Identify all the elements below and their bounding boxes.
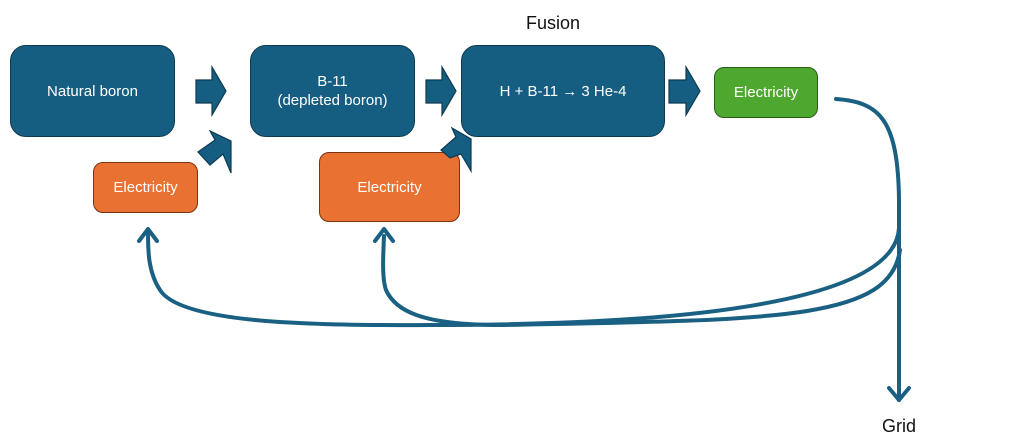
connector-electricity-to-grid bbox=[834, 97, 901, 402]
block-arrow-fusion-to-electricity bbox=[668, 64, 701, 118]
electricity-output-box[interactable]: Electricity bbox=[714, 67, 818, 118]
fusion-title: Fusion bbox=[526, 13, 581, 33]
fusion-reaction-box[interactable]: H + B-11 → 3 He-4 bbox=[461, 45, 665, 137]
natural-boron-box[interactable]: Natural boron bbox=[10, 45, 175, 137]
block-arrow-b11-to-fusion bbox=[425, 64, 457, 118]
grid-arrowhead-icon bbox=[887, 386, 911, 402]
block-arrow-electricity2-to-fusion bbox=[440, 126, 472, 174]
electricity-input-box-2[interactable]: Electricity bbox=[319, 152, 460, 222]
electricity2-arrowhead-icon bbox=[373, 227, 395, 243]
electricity1-arrowhead-icon bbox=[137, 227, 159, 243]
connector-feedback-to-electricity-1 bbox=[146, 226, 901, 328]
connector-feedback-to-electricity-2 bbox=[381, 234, 902, 327]
electricity-input-box-1[interactable]: Electricity bbox=[93, 162, 198, 213]
block-arrow-electricity1-to-b11 bbox=[197, 129, 232, 174]
grid-label: Grid bbox=[882, 416, 917, 436]
block-arrow-natural-to-b11 bbox=[195, 64, 227, 118]
b11-depleted-boron-box[interactable]: B-11 (depleted boron) bbox=[250, 45, 415, 137]
